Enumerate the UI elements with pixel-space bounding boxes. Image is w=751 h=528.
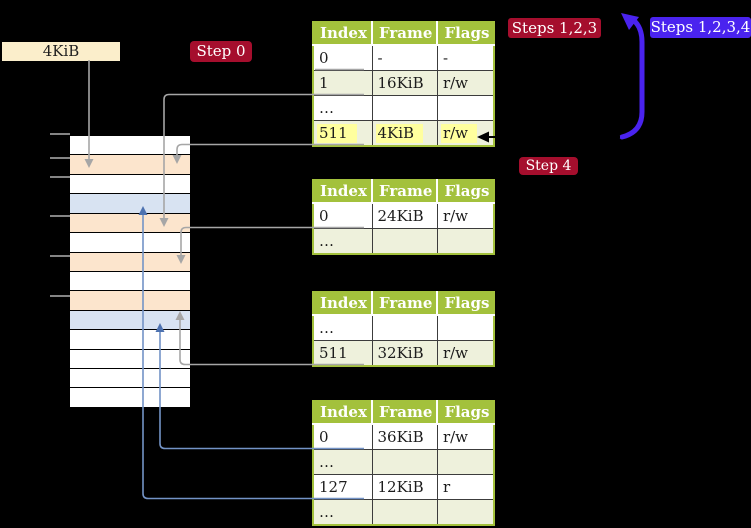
table-row: 0 24KiB r/w (312, 202, 495, 229)
table-row: 1 16KiB r/w (312, 70, 495, 96)
memory-frame-row (70, 213, 190, 234)
table-header-row: Index Frame Flags (313, 22, 495, 46)
page-table-3: Index Frame Flags … 511 32KiB r/w (312, 291, 496, 367)
cell-frame: 24KiB (371, 202, 438, 229)
cell-index: … (312, 228, 373, 255)
memory-frame-row (70, 330, 190, 350)
cell-index: 0 (312, 423, 373, 450)
table-row: … (312, 449, 495, 475)
cell-frame: 36KiB (371, 423, 438, 450)
step4-badge: Step 4 (519, 157, 578, 175)
axis-tick (50, 156, 70, 159)
table-header-row: Index Frame Flags (313, 292, 495, 316)
cell-flags (436, 228, 495, 255)
column-header: Frame (370, 401, 438, 425)
table-row: 0 - - (312, 44, 495, 71)
column-header: Flags (436, 401, 495, 425)
cell-frame: 32KiB (371, 340, 438, 367)
steps1234-badge: Steps 1,2,3,4 (650, 17, 751, 38)
axis-tick (50, 176, 70, 178)
cell-index: 511 (312, 340, 373, 367)
memory-frame-row (70, 252, 190, 272)
cell-index: … (312, 449, 373, 475)
page-size-label: 4KiB (2, 42, 120, 61)
cell-index: 1 (312, 70, 373, 96)
cell-index: 127 (312, 474, 373, 500)
table-row: … (312, 499, 495, 526)
cell-index: 0 (312, 44, 373, 71)
memory-frame-row (70, 349, 190, 370)
steps123-badge: Steps 1,2,3 (508, 18, 601, 38)
memory-frame-row (70, 194, 190, 214)
cell-flags: r/w (436, 202, 495, 229)
memory-frame-row (70, 136, 190, 156)
cell-flags: - (436, 44, 495, 71)
memory-frame-row (70, 174, 190, 195)
table-row: … (312, 228, 495, 255)
column-header: Flags (436, 22, 495, 46)
memory-frame-row (70, 233, 190, 253)
table-row: 127 12KiB r (312, 474, 495, 500)
cell-frame: - (371, 44, 438, 71)
step0-badge: Step 0 (190, 41, 252, 62)
cell-flags (436, 95, 495, 121)
axis-tick (50, 254, 70, 257)
cell-frame: 16KiB (371, 70, 438, 96)
cell-flags: r/w (436, 340, 495, 367)
table-row: 511 32KiB r/w (312, 340, 495, 367)
cell-frame (371, 95, 438, 121)
axis-tick (50, 294, 70, 297)
axis-tick (50, 133, 70, 135)
cell-index: 511 (312, 120, 373, 147)
highlight: 511 (317, 123, 357, 143)
cell-flags: r/w (436, 70, 495, 96)
column-header: Index (313, 401, 372, 425)
cell-flags (436, 314, 495, 341)
column-header: Index (313, 22, 372, 46)
page-table-4: Index Frame Flags 0 36KiB r/w … 127 12Ki… (312, 400, 496, 526)
memory-frame-row (70, 155, 190, 175)
table-row: … (312, 95, 495, 121)
table-row: 0 36KiB r/w (312, 423, 495, 450)
axis-tick (50, 215, 70, 217)
column-header: Index (313, 180, 372, 204)
cell-flags (436, 449, 495, 475)
cell-index: … (312, 314, 373, 341)
column-header: Frame (370, 180, 438, 204)
table-header-row: Index Frame Flags (313, 180, 495, 204)
cell-flags: r/w (436, 423, 495, 450)
memory-frame-row (70, 369, 190, 389)
cell-index: 0 (312, 202, 373, 229)
cell-frame (371, 499, 438, 526)
column-header: Frame (370, 22, 438, 46)
memory-frame-row (70, 388, 190, 408)
column-header: Flags (436, 180, 495, 204)
cell-flags: r (436, 474, 495, 500)
memory-frame-row (70, 291, 190, 311)
memory-frame-row (70, 271, 190, 292)
cell-frame (371, 449, 438, 475)
highlight: r/w (440, 123, 478, 143)
cell-frame (371, 314, 438, 341)
memory-frame-row (70, 310, 190, 331)
steps-loop-arrow (619, 16, 645, 140)
column-header: Flags (436, 292, 495, 316)
steps-loop-arrowhead (621, 13, 639, 30)
table-header-row: Index Frame Flags (313, 401, 495, 425)
highlight: 4KiB (375, 123, 424, 143)
cell-index: … (312, 95, 373, 121)
column-header: Index (313, 292, 372, 316)
cell-frame: 4KiB (371, 120, 438, 147)
cell-index: … (312, 499, 373, 526)
cell-flags (436, 499, 495, 526)
table-row: … (312, 314, 495, 341)
page-table-1: Index Frame Flags 0 - - 1 16KiB r/w … 51… (312, 21, 496, 147)
page-table-2: Index Frame Flags 0 24KiB r/w … (312, 179, 496, 255)
table-row-highlighted: 511 4KiB r/w (312, 120, 495, 147)
cell-frame: 12KiB (371, 474, 438, 500)
cell-flags: r/w (436, 120, 495, 147)
physical-memory-map (70, 136, 190, 408)
cell-frame (371, 228, 438, 255)
column-header: Frame (370, 292, 438, 316)
